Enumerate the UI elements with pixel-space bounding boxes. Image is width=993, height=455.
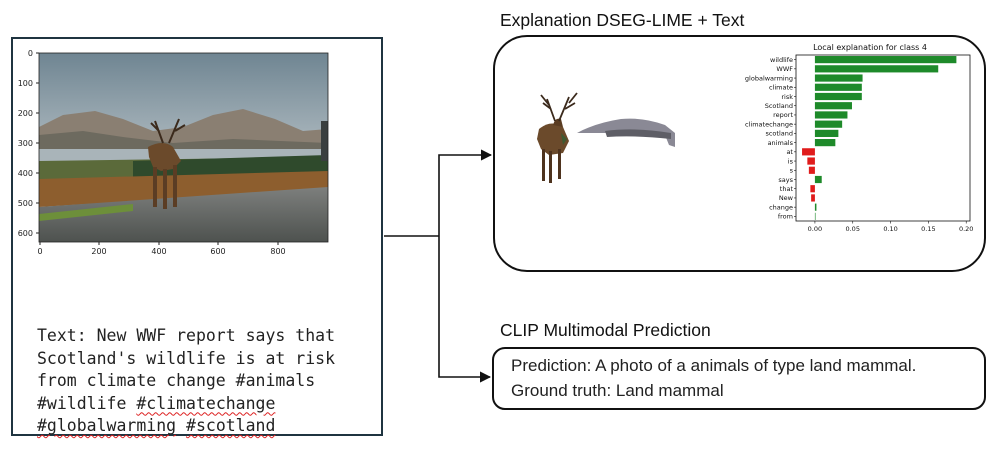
x-tick-label: 0.05 — [845, 225, 859, 233]
x-tick-label: 800 — [270, 247, 285, 256]
segmented-image — [537, 92, 675, 183]
x-tick-label: 0.20 — [959, 225, 973, 233]
bar-that — [810, 185, 815, 193]
bar-risk — [814, 92, 862, 101]
y-tick-label: report — [773, 111, 793, 119]
y-tick-label: 400 — [18, 169, 33, 178]
bar-climatechange — [814, 120, 843, 128]
y-tick-label: 300 — [18, 139, 33, 148]
y-tick-label: s — [790, 167, 794, 175]
y-tick-label: 0 — [28, 49, 33, 58]
y-tick-label: is — [788, 157, 794, 165]
local-explanation-chart: Local explanation for class 4 wildlifeWW… — [745, 43, 973, 233]
bar-from — [814, 212, 816, 220]
x-tick-label: 400 — [151, 247, 166, 256]
y-tick-label: risk — [781, 93, 793, 101]
y-tick-label: wildlife — [770, 56, 793, 64]
bar-scotland — [814, 129, 839, 137]
y-tick-label: animals — [768, 139, 794, 147]
y-tick-label: scotland — [765, 130, 793, 138]
bar-wildlife — [814, 56, 957, 64]
x-tick-label: 0.15 — [921, 225, 935, 233]
text-segment: Text: New WWF report says that Scotland'… — [37, 326, 336, 390]
image-x-ticks: 0 200 400 600 800 — [37, 242, 286, 256]
image-axes: 0 100 200 300 400 500 600 0 200 400 600 … — [18, 49, 329, 256]
y-tick-label: climate — [769, 84, 793, 92]
x-tick-label: 0 — [37, 247, 42, 256]
x-tick-label: 0.00 — [808, 225, 822, 233]
prediction-title: CLIP Multimodal Prediction — [500, 320, 711, 340]
y-tick-label: New — [779, 194, 794, 202]
ground-truth-text: Ground truth: Land mammal — [511, 381, 724, 400]
bar-says — [814, 175, 822, 184]
bar-change — [814, 203, 817, 211]
bar-is — [807, 157, 815, 165]
bar-wwf — [814, 65, 939, 73]
y-tick-label: from — [778, 213, 793, 221]
x-tick-label: 0.10 — [883, 225, 897, 233]
y-tick-label: says — [778, 176, 793, 184]
y-tick-label: 100 — [18, 79, 33, 88]
explanation-title: Explanation DSEG-LIME + Text — [500, 10, 745, 30]
y-tick-label: change — [769, 203, 793, 211]
input-image-plot: 0 100 200 300 400 500 600 0 200 400 600 … — [18, 49, 329, 256]
bar-report — [814, 111, 848, 119]
input-text: Text: New WWF report says that Scotland'… — [37, 325, 387, 438]
chart-frame — [795, 54, 971, 222]
y-tick-label: WWF — [776, 65, 793, 73]
chart-title: Local explanation for class 4 — [813, 43, 927, 52]
input-panel: 0 100 200 300 400 500 600 0 200 400 600 … — [11, 37, 383, 436]
bar-animals — [814, 139, 836, 147]
image-y-ticks: 0 100 200 300 400 500 600 — [18, 49, 39, 238]
bar-globalwarming — [814, 74, 863, 82]
y-tick-label: 500 — [18, 199, 33, 208]
y-tick-label: Scotland — [765, 102, 793, 110]
x-tick-label: 200 — [91, 247, 106, 256]
arrow-to-explanation — [438, 149, 493, 236]
mountain-segment — [577, 118, 675, 147]
bar-s — [808, 166, 815, 174]
y-tick-label: 200 — [18, 109, 33, 118]
y-tick-label: climatechange — [745, 120, 793, 128]
x-tick-label: 600 — [210, 247, 225, 256]
bar-new — [811, 194, 815, 202]
bar-at — [802, 148, 815, 156]
bar-climate — [814, 83, 862, 91]
prediction-text: Prediction: A photo of a animals of type… — [511, 356, 917, 375]
landscape-photo — [39, 53, 328, 242]
deer-segment — [537, 92, 578, 183]
y-tick-label: 600 — [18, 229, 33, 238]
text-segment-misspelled: #scotland — [186, 416, 276, 435]
bar-scotland — [814, 102, 852, 110]
y-tick-label: globalwarming — [745, 74, 793, 82]
text-segment-misspelled: #climatechange — [136, 393, 276, 413]
y-tick-label: that — [780, 185, 794, 193]
text-segment-misspelled: #globalwarming — [37, 416, 177, 435]
y-tick-label: at — [786, 148, 793, 156]
prediction-panel: Prediction: A photo of a animals of type… — [492, 347, 986, 410]
arrow-to-prediction — [438, 236, 492, 383]
text-segment: #wildlife — [37, 393, 127, 413]
